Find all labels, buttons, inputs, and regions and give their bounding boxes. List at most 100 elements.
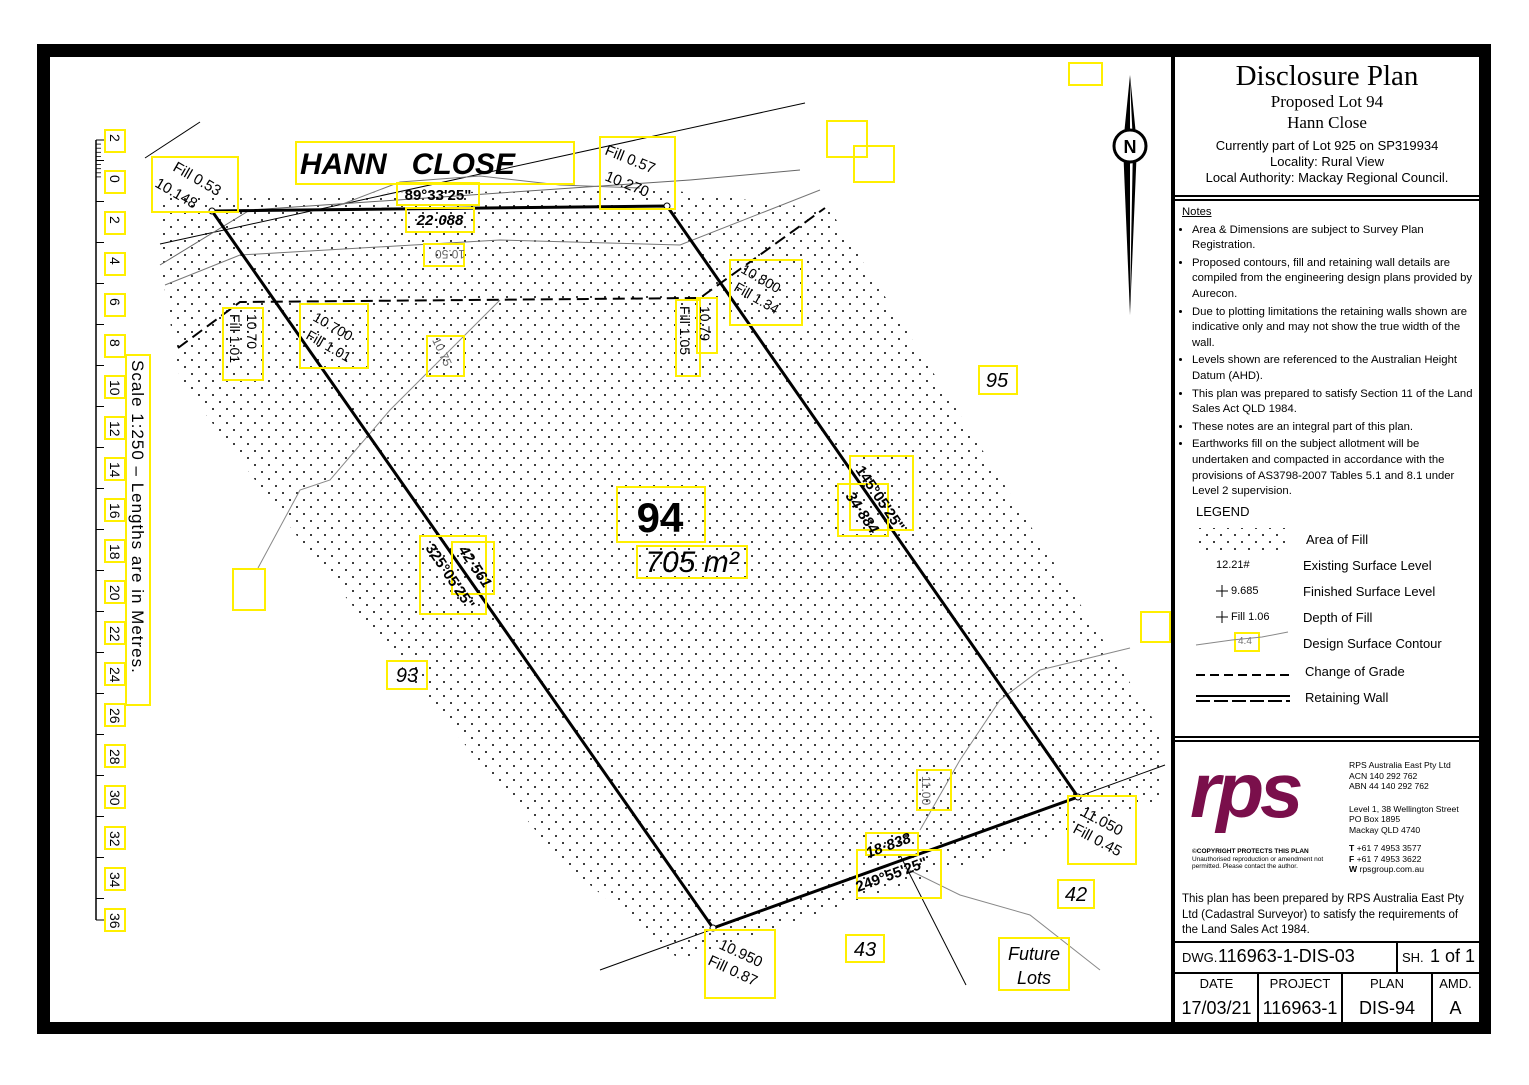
scale-tick-label: 22 xyxy=(107,626,123,642)
company-name: RPS Australia East Pty Ltd xyxy=(1349,760,1451,770)
company-address3: Mackay QLD 4740 xyxy=(1349,824,1421,835)
scale-tick-label: 32 xyxy=(107,831,123,847)
design-contour-1075 xyxy=(257,299,501,569)
rps-logo: rps xyxy=(1190,746,1303,834)
scale-tick-highlight xyxy=(104,621,126,645)
legend-existing-sample: 12.21# xyxy=(1216,559,1250,571)
scale-tick-label: 2 xyxy=(107,216,123,224)
scale-tick-label: 30 xyxy=(107,790,123,806)
scale-tick-label: 8 xyxy=(107,339,123,347)
scale-tick-highlight xyxy=(104,580,126,604)
street-subtitle: Hann Close xyxy=(1287,113,1367,132)
company-web: rpsgroup.com.au xyxy=(1359,864,1425,874)
scale-tick-label: 2 xyxy=(107,134,123,142)
sheet-number: 1 of 1 xyxy=(1430,946,1476,966)
local-authority: Local Authority: Mackay Regional Council… xyxy=(1205,170,1449,185)
legend-existing-label: Existing Surface Level xyxy=(1303,558,1432,573)
note-item: These notes are an integral part of this… xyxy=(1192,420,1474,436)
note-item: Due to plotting limitations the retainin… xyxy=(1192,305,1474,352)
scale-tick-label: 24 xyxy=(107,667,123,683)
plan-statement: This plan has been prepared by RPS Austr… xyxy=(1182,893,1464,936)
scale-tick-highlight xyxy=(104,170,126,194)
amd-header: AMD. xyxy=(1439,976,1472,991)
scale-tick-label: 10 xyxy=(107,380,123,396)
scale-tick-label: 28 xyxy=(107,749,123,765)
company-fax: +61 7 4953 3622 xyxy=(1356,853,1422,864)
contour-label-1100: 11.00 xyxy=(919,776,933,805)
scale-tick-highlight xyxy=(104,252,126,276)
scale-tick-highlight xyxy=(104,539,126,563)
company-acn: ACN 140 292 762 xyxy=(1349,770,1418,781)
legend-heading: LEGEND xyxy=(1196,504,1250,519)
scale-tick-label: 12 xyxy=(107,421,123,437)
legend-finished-label: Finished Surface Level xyxy=(1303,584,1436,599)
locality: Locality: Rural View xyxy=(1270,154,1384,169)
scale-tick-highlight xyxy=(104,129,126,153)
contour-label-1050: 10.50 xyxy=(435,247,465,261)
scale-tick-highlight xyxy=(104,744,126,768)
scale-tick-highlight xyxy=(104,457,126,481)
legend-grade-label: Change of Grade xyxy=(1305,664,1405,679)
currently-part: Currently part of Lot 925 on SP319934 xyxy=(1215,138,1439,153)
top-bearing: 89°33'25" xyxy=(405,187,472,204)
legend-contour-sample-label: 4.4 xyxy=(1238,636,1252,647)
company-phone: +61 7 4953 3577 xyxy=(1356,843,1422,853)
lot-93-label: 93 xyxy=(396,665,418,687)
legend-contour-sample xyxy=(1195,631,1289,646)
scale-tick-label: 26 xyxy=(107,708,123,724)
north-arrow: N xyxy=(1112,75,1148,315)
scale-tick-label: 20 xyxy=(107,585,123,601)
scale-tick-highlight xyxy=(104,375,126,399)
legend-finished-sample: 9.685 xyxy=(1231,585,1259,597)
wall-right1-fill: Fill 1.05 xyxy=(677,306,693,355)
project-header: PROJECT xyxy=(1269,976,1331,991)
notes-heading: Notes xyxy=(1182,206,1212,218)
legend-depth-label: Depth of Fill xyxy=(1303,610,1373,625)
scale-tick-label: 36 xyxy=(107,913,123,929)
title-block-lines xyxy=(1175,195,1479,1022)
sheet-label: SH. xyxy=(1402,950,1424,965)
scale-tick-highlight xyxy=(104,334,126,358)
copyright-note: Unauthorised reproduction or amendment n… xyxy=(1192,855,1324,871)
wall-left1-fill: Fill 1.01 xyxy=(227,314,243,363)
scale-tick-highlight xyxy=(104,416,126,440)
legend-area-of-fill: Area of Fill xyxy=(1306,532,1369,547)
lot-42-label: 42 xyxy=(1065,884,1087,906)
lot-number: 94 xyxy=(637,494,684,541)
plan-subtitle: Proposed Lot 94 xyxy=(1270,92,1384,111)
scale-tick-highlight xyxy=(104,211,126,235)
scale-tick-highlight xyxy=(104,826,126,850)
street-name: HANN CLOSE xyxy=(300,148,516,181)
dwg-label: DWG. xyxy=(1182,950,1218,965)
scale-tick-label: 0 xyxy=(107,175,123,183)
plan-header: PLAN xyxy=(1370,976,1404,991)
note-item: Area & Dimensions are subject to Survey … xyxy=(1192,223,1474,254)
scale-tick-highlight xyxy=(104,498,126,522)
scale-tick-label: 14 xyxy=(107,462,123,478)
legend-symbols xyxy=(1195,528,1290,702)
future-lots-label-1: Future xyxy=(1008,944,1060,964)
scale-tick-label: 6 xyxy=(107,298,123,306)
company-address1: Level 1, 38 Wellington Street xyxy=(1349,803,1459,814)
plan-title: Disclosure Plan xyxy=(1235,60,1419,92)
existing-surface-contour xyxy=(164,189,821,286)
north-label: N xyxy=(1124,137,1137,157)
scale-tick-highlights xyxy=(104,129,126,932)
dwg-number: 116963-1-DIS-03 xyxy=(1218,946,1355,966)
scale-tick-highlight xyxy=(104,867,126,891)
scale-tick-highlight xyxy=(104,293,126,317)
note-item: Proposed contours, fill and retaining wa… xyxy=(1192,256,1474,303)
lot-area: 705 m² xyxy=(645,546,739,579)
legend-wall-label: Retaining Wall xyxy=(1305,690,1389,705)
future-lots-label-2: Lots xyxy=(1017,968,1051,988)
project-value: 116963-1 xyxy=(1262,998,1338,1018)
change-of-grade-line xyxy=(177,207,826,349)
scale-tick-highlight xyxy=(104,785,126,809)
date-value: 17/03/21 xyxy=(1181,998,1252,1018)
scale-tick-label: 4 xyxy=(107,257,123,265)
scale-text: Scale 1:250 – Lengths are in Metres. xyxy=(128,360,147,674)
company-address2: PO Box 1895 xyxy=(1349,814,1401,824)
